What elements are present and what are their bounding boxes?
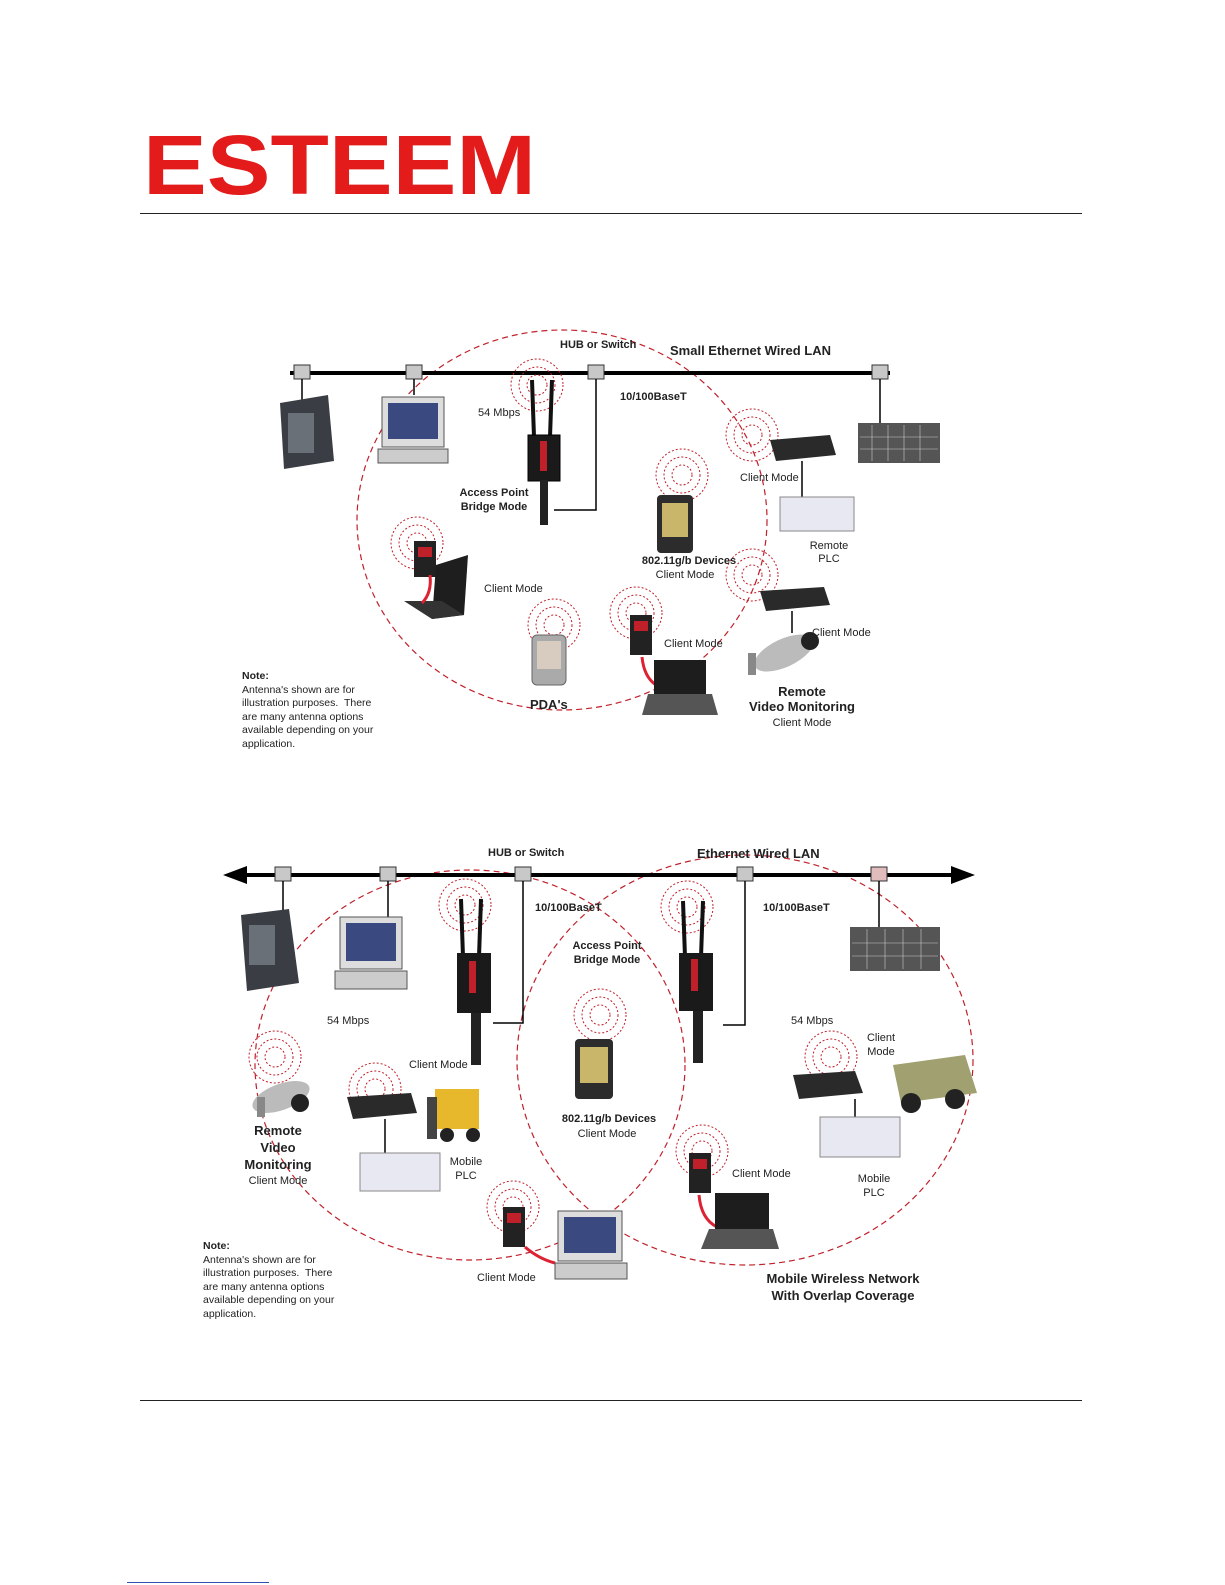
basetee-label: 10/100BaseT — [620, 391, 687, 403]
note-block: Note:Antenna's shown are for illustratio… — [203, 1240, 334, 1321]
desktop-pc-icon — [334, 916, 408, 990]
hub-label: HUB or Switch — [560, 339, 637, 351]
note-body: Antenna's shown are for illustration pur… — [242, 683, 374, 750]
client-forklift: Client Mode — [409, 1059, 468, 1071]
access-point-icon — [510, 358, 564, 525]
camera-client-icon — [725, 548, 830, 675]
pda-device-icon — [573, 988, 627, 1099]
pda-client-mode: Client Mode — [664, 638, 723, 650]
note-title: Note: — [242, 670, 269, 682]
logo-text: ESTEEM — [143, 130, 536, 198]
mobile-net-1: Mobile Wireless Network — [766, 1271, 920, 1286]
laptop-card-icon — [675, 1124, 779, 1249]
ap-label-2: Bridge Mode — [460, 501, 528, 513]
truck-client-icon — [793, 1030, 977, 1158]
forklift-client-icon — [347, 1062, 480, 1192]
remote-plc-1: Remote — [809, 540, 849, 552]
mobile-plc-left-1: Mobile — [449, 1156, 483, 1168]
note-body: Antenna's shown are for illustration pur… — [203, 1253, 335, 1320]
camera-client-mode: Client Mode — [812, 627, 871, 639]
mobile-plc-left-2: PLC — [455, 1170, 477, 1182]
devices-mode: Client Mode — [655, 569, 715, 581]
mobile-plc-right-1: Mobile — [857, 1173, 891, 1185]
speed-left: 54 Mbps — [327, 1015, 370, 1027]
coverage-circle-left — [254, 869, 686, 1261]
server-icon — [241, 909, 299, 991]
coverage-circle — [356, 329, 768, 711]
lan-label: Small Ethernet Wired LAN — [670, 343, 831, 358]
basetee-left: 10/100BaseT — [535, 902, 602, 914]
laptop-client-mode: Client Mode — [484, 583, 543, 595]
video-label-2: Video — [260, 1140, 296, 1155]
pdas-label: PDA's — [530, 697, 568, 712]
hub-label: HUB or Switch — [488, 847, 565, 859]
video-label-2: Video Monitoring — [749, 699, 855, 714]
devices-mode: Client Mode — [577, 1128, 637, 1140]
pda-small-icon — [527, 598, 581, 686]
laptop-card-icon — [609, 586, 718, 715]
plc-rack-icon — [858, 423, 940, 463]
mobile-net-2: With Overlap Coverage — [771, 1288, 915, 1303]
ap-label-2: Bridge Mode — [573, 954, 641, 966]
camera-icon — [248, 1030, 310, 1117]
laptop-client-icon — [390, 516, 468, 619]
devices-label: 802.11g/b Devices — [561, 1113, 657, 1125]
plc-rack-icon — [850, 927, 940, 971]
esteem-logo: ESTEEM — [143, 130, 536, 198]
video-mode: Client Mode — [772, 717, 832, 729]
remote-plc-2: PLC — [818, 553, 840, 565]
basetee-right: 10/100BaseT — [763, 902, 830, 914]
video-label-1: Remote — [778, 684, 826, 699]
lan-taps — [274, 866, 888, 882]
pda-device-icon — [655, 448, 709, 553]
note-title: Note: — [203, 1240, 230, 1252]
client-mode-plc: Client Mode — [740, 472, 799, 484]
footer-rule — [140, 1400, 1082, 1401]
desktop-pc-icon — [377, 396, 449, 464]
diagram-small-lan: HUB or Switch Small Ethernet Wired LAN 5… — [232, 275, 944, 765]
client-top-right-2: Mode — [867, 1046, 895, 1058]
desktop-card-icon — [486, 1180, 628, 1280]
speed-label: 54 Mbps — [478, 407, 521, 419]
access-point-left-icon — [438, 878, 492, 1065]
laptop-client-mode: Client Mode — [732, 1168, 791, 1180]
diagram-mobile-network: HUB or Switch Ethernet Wired LAN 10/100B… — [195, 835, 987, 1340]
access-point-right-icon — [660, 880, 714, 1063]
header-rule — [140, 213, 1082, 214]
video-mode: Client Mode — [248, 1175, 308, 1187]
coverage-circle-right — [516, 854, 974, 1266]
ap-label-1: Access Point — [572, 940, 642, 952]
video-label-1: Remote — [254, 1123, 302, 1138]
client-modem-icon — [725, 408, 855, 532]
video-label-3: Monitoring — [244, 1157, 312, 1172]
ap-label-1: Access Point — [459, 487, 529, 499]
devices-label: 802.11g/b Devices — [641, 555, 737, 567]
note-block: Note:Antenna's shown are for illustratio… — [242, 670, 373, 751]
lan-label: Ethernet Wired LAN — [697, 846, 820, 861]
client-top-right-1: Client — [866, 1032, 896, 1044]
mobile-plc-right-2: PLC — [863, 1187, 885, 1199]
footer-link-underline — [127, 1582, 269, 1583]
server-icon — [280, 395, 334, 469]
desktop-client-mode: Client Mode — [477, 1272, 536, 1284]
speed-right: 54 Mbps — [791, 1015, 834, 1027]
